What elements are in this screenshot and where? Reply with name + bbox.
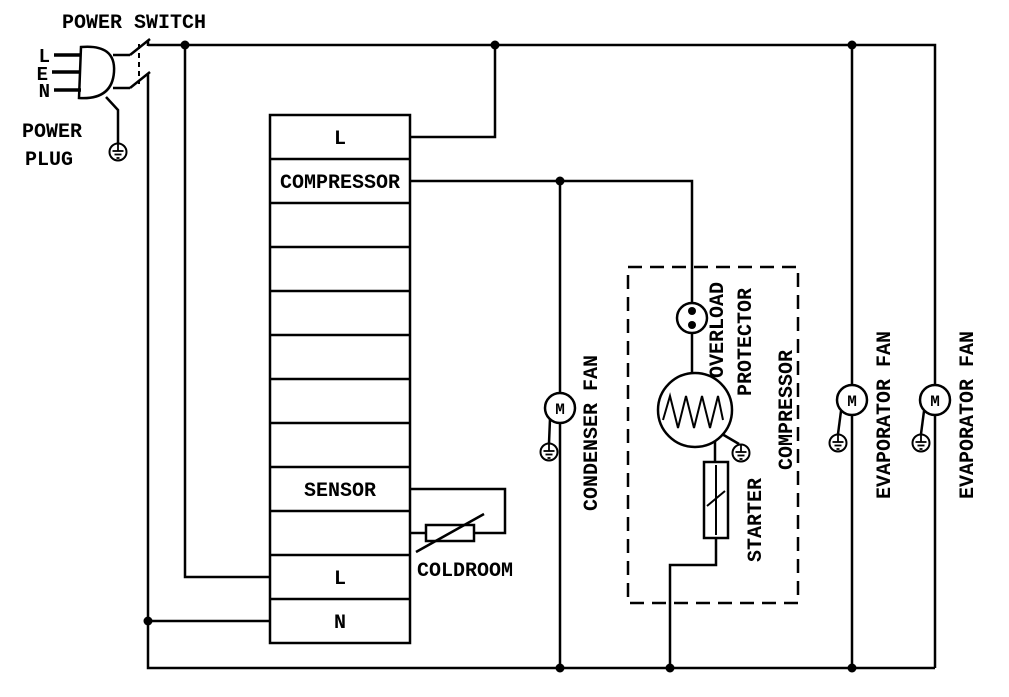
starter-element [706,490,726,507]
earth-symbol-condenser-fan [539,442,559,462]
junction-dots [143,40,857,673]
power-plug-label-line2: PLUG [25,149,73,172]
earth-symbol-evap-fan-1 [828,433,848,453]
wire-terminal-l2-to-top [183,45,270,579]
starter-device [702,460,730,540]
wire-left-and-bottom-bus [146,74,935,670]
junction-dot [555,663,565,673]
terminal-row-sensor: SENSOR [304,480,376,503]
evaporator-fan-1-letter: M [847,393,857,411]
overload-protector [675,301,709,335]
power-switch [129,38,151,89]
junction-dot [847,40,857,50]
overload-contact-top [688,307,696,315]
power-plug [52,45,116,100]
earth-symbol-plug [108,142,128,162]
wire-starter-return [668,538,718,668]
coldroom-sensor [415,512,485,554]
terminal-row-l2: L [334,568,346,591]
junction-dot [665,663,675,673]
terminal-block-dividers [270,157,410,601]
earth-symbol-compressor [731,443,751,463]
overload-body [675,301,709,335]
power-switch-label: POWER SWITCH [62,12,206,35]
wire-top-bus [148,43,937,385]
terminal-row-l: L [334,128,346,151]
starter-label: STARTER [745,478,768,562]
junction-dot [180,40,190,50]
wire-evap1-gnd-stub [836,410,843,435]
pin-label-e: E [37,64,48,86]
overload-contact-bottom [688,321,696,329]
junction-dot [143,616,153,626]
junction-dot [490,40,500,50]
compressor-winding [662,392,724,429]
wire-compressor-feed [410,179,694,303]
compressor-enclosure-dashed-box [626,265,800,605]
terminal-row-compressor: COMPRESSOR [280,172,400,195]
wire-sensor-upper [410,487,507,535]
wire-evap2-gnd-stub [919,410,926,435]
evaporator-fan-motor-1: M [835,383,869,417]
evaporator-fan-1-label: EVAPORATOR FAN [874,331,897,499]
earth-symbol-evap-fan-2 [911,433,931,453]
overload-label-line1: OVERLOAD [707,282,730,378]
wire-terminal-l-to-top [410,45,497,139]
plug-body [77,45,116,100]
overload-label-line2: PROTECTOR [735,288,758,396]
pin-label-l: L [39,46,50,68]
evaporator-fan-motor-2: M [918,383,952,417]
compressor-motor-body [656,371,734,449]
coldroom-label: COLDROOM [417,560,513,583]
wire-plug-earth [105,96,120,143]
junction-dot [847,663,857,673]
wire-condenser-gnd-stub [547,418,552,444]
condenser-fan-motor-body [543,391,577,425]
condenser-fan-motor: M [543,391,577,425]
condenser-fan-label: CONDENSER FAN [581,355,604,511]
compressor-motor [656,371,734,449]
evaporator-fan-2-body [918,383,952,417]
terminal-row-n: N [334,612,346,635]
junction-dot [555,176,565,186]
evaporator-fan-2-label: EVAPORATOR FAN [957,331,980,499]
evaporator-fan-2-letter: M [930,393,940,411]
thermistor-strike [415,512,485,554]
pin-label-n: N [39,81,50,103]
terminal-block: L COMPRESSOR SENSOR L N [268,113,412,645]
condenser-fan-motor-letter: M [555,401,565,419]
wire-group [105,43,937,670]
evaporator-fan-1-body [835,383,869,417]
wire-compressor-gnd-stub [721,432,740,446]
compressor-unit-label: COMPRESSOR [776,350,799,470]
power-plug-label-line1: POWER [22,121,82,144]
